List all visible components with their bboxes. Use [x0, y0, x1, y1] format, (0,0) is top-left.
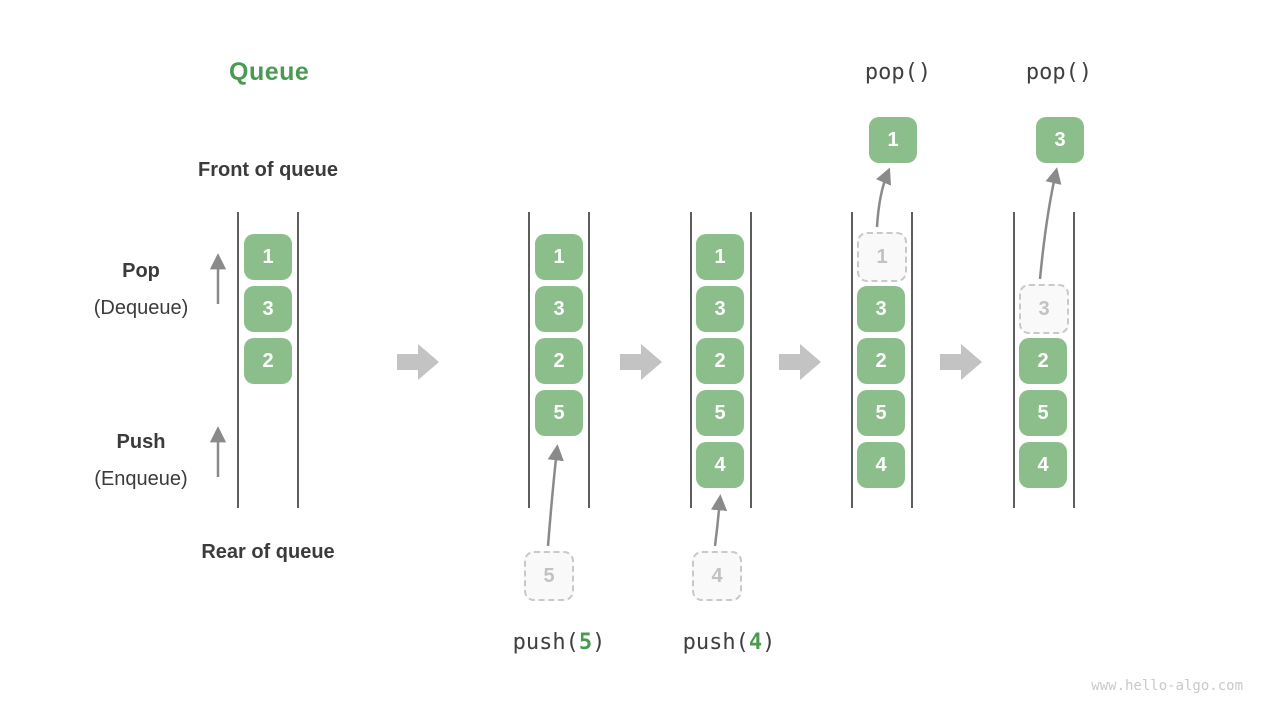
diagram-title: Queue: [229, 58, 310, 86]
queue-rail: [750, 212, 752, 508]
pop-operation-label: pop(): [864, 60, 932, 85]
op-text: ): [592, 630, 606, 655]
queue-element: 2: [857, 338, 905, 384]
queue-element: 4: [857, 442, 905, 488]
removed-element-placeholder: 3: [1019, 284, 1069, 334]
queue-rail: [588, 212, 590, 508]
incoming-element-placeholder: 4: [692, 551, 742, 601]
op-arg: 4: [748, 630, 763, 655]
queue-element: 5: [857, 390, 905, 436]
dequeue-sublabel: (Dequeue): [93, 297, 189, 319]
push-4-operation-label: push(4): [649, 630, 809, 655]
push-5-arrow: [546, 444, 564, 547]
queue-element: 4: [696, 442, 744, 488]
queue-element: 3: [857, 286, 905, 332]
enqueue-sublabel: (Enqueue): [94, 468, 188, 490]
pop-1-arrow: [875, 167, 891, 228]
pop-3-arrow: [1038, 167, 1062, 280]
front-of-queue-label: Front of queue: [198, 159, 338, 181]
queue-element: 1: [244, 234, 292, 280]
op-text: ): [762, 630, 776, 655]
queue-rail: [1013, 212, 1015, 508]
queue-element: 3: [244, 286, 292, 332]
watermark: www.hello-algo.com: [1091, 678, 1243, 694]
rear-of-queue-label: Rear of queue: [201, 541, 335, 563]
state-transition-arrow: [940, 344, 982, 380]
queue-element: 2: [696, 338, 744, 384]
queue-rail: [690, 212, 692, 508]
queue-rail: [528, 212, 530, 508]
queue-element: 5: [1019, 390, 1067, 436]
queue-element: 3: [696, 286, 744, 332]
queue-element: 3: [535, 286, 583, 332]
op-text: push(: [512, 630, 579, 655]
queue-element: 4: [1019, 442, 1067, 488]
queue-element: 2: [1019, 338, 1067, 384]
queue-element: 2: [244, 338, 292, 384]
queue-element: 1: [535, 234, 583, 280]
op-text: push(: [682, 630, 749, 655]
op-arg: 5: [578, 630, 593, 655]
push-4-arrow: [710, 494, 728, 547]
push-5-operation-label: push(5): [479, 630, 639, 655]
pop-direction-label: Pop: [122, 260, 160, 282]
queue-rail: [297, 212, 299, 508]
queue-element: 5: [696, 390, 744, 436]
push-direction-label: Push: [116, 431, 166, 453]
state-transition-arrow: [397, 344, 439, 380]
pop-operation-label: pop(): [1025, 60, 1093, 85]
queue-element: 1: [696, 234, 744, 280]
removed-element-placeholder: 1: [857, 232, 907, 282]
incoming-element-placeholder: 5: [524, 551, 574, 601]
state-transition-arrow: [779, 344, 821, 380]
queue-rail: [1073, 212, 1075, 508]
queue-element: 5: [535, 390, 583, 436]
queue-element: 2: [535, 338, 583, 384]
popped-element: 1: [869, 117, 917, 163]
popped-element: 3: [1036, 117, 1084, 163]
state-transition-arrow: [620, 344, 662, 380]
queue-rail: [911, 212, 913, 508]
queue-rail: [237, 212, 239, 508]
queue-rail: [851, 212, 853, 508]
